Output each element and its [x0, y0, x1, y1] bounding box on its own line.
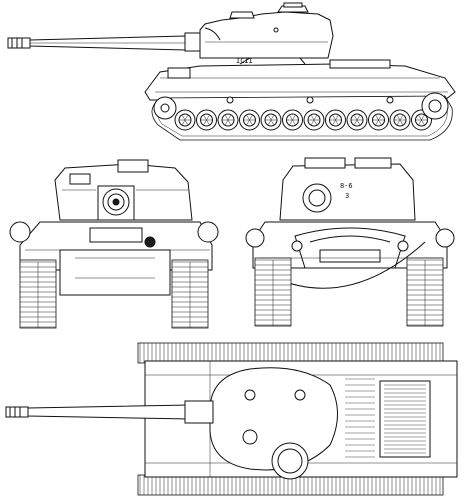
rear-turret-code-line1: 8-6	[340, 182, 353, 190]
road-wheel	[325, 109, 346, 131]
side-idler-wheel	[153, 96, 177, 120]
side-drive-sprocket	[421, 92, 449, 120]
road-wheel	[346, 109, 368, 131]
rear-turret: 8-6 3	[279, 157, 416, 221]
top-track-links	[139, 343, 441, 495]
front-headlight-left	[9, 221, 31, 243]
road-wheel	[174, 109, 196, 131]
front-hull	[19, 221, 213, 296]
side-hull	[144, 57, 456, 101]
side-road-wheels	[174, 96, 432, 131]
front-track-links	[20, 261, 208, 328]
return-roller	[226, 96, 234, 104]
rear-hull	[252, 221, 448, 289]
side-view: ICII	[7, 2, 456, 141]
rear-light-right	[435, 228, 455, 248]
rear-track-links	[255, 259, 443, 326]
top-gun-barrel	[5, 400, 214, 424]
road-wheel	[260, 109, 282, 131]
top-commander-cupola	[271, 442, 309, 480]
return-roller	[306, 96, 314, 104]
road-wheel	[389, 109, 411, 131]
road-wheel	[217, 109, 239, 131]
road-wheel	[239, 109, 260, 131]
front-view	[9, 159, 219, 329]
top-engine-grille	[345, 378, 426, 458]
road-wheel	[196, 109, 217, 131]
road-wheel	[303, 109, 325, 131]
side-gun-barrel	[7, 32, 201, 52]
rear-light-left	[245, 228, 265, 248]
rear-turret-code-line2: 3	[345, 192, 349, 200]
side-turret: ICII	[199, 2, 334, 65]
road-wheel	[282, 109, 303, 131]
front-headlight-right	[197, 221, 219, 243]
road-wheel	[368, 109, 389, 131]
front-turret	[54, 159, 193, 221]
top-view	[5, 342, 458, 496]
top-turret	[209, 367, 338, 480]
return-roller	[386, 96, 394, 104]
rear-view: 8-6 3	[245, 157, 455, 327]
